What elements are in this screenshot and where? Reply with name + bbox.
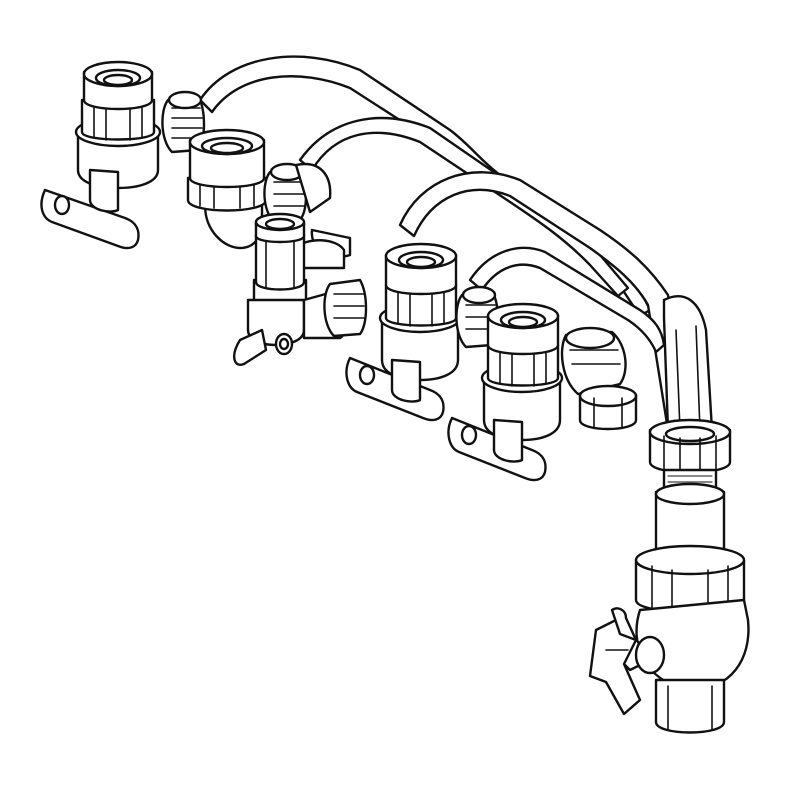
rear-ball-valve [40,60,162,250]
loop-pipe-2 [298,116,630,298]
loop-pipes [198,55,714,432]
wing-handle [588,607,642,716]
drain-cock [233,212,368,366]
second-compression-fitting [186,128,332,250]
middle-ball-valve [345,242,500,422]
loop-pipe-4 [468,246,666,354]
riser-pipe [662,295,714,432]
front-ball-valve [447,302,638,482]
